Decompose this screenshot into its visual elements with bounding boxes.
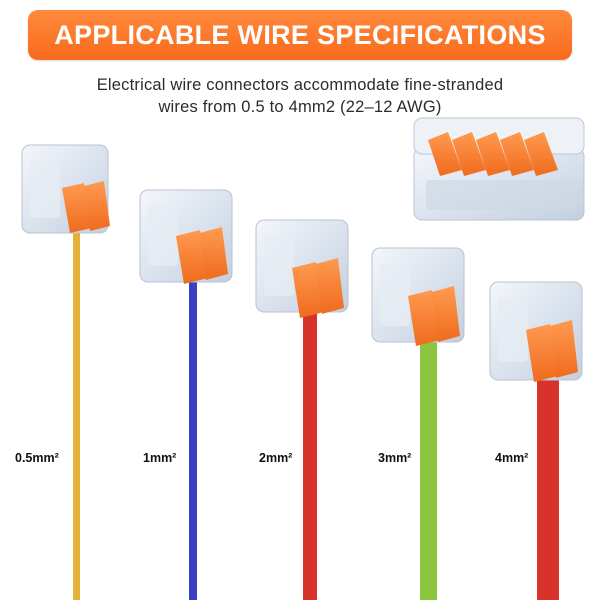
connector-1 [21, 144, 110, 234]
wire-size-label: 4mm² [495, 451, 529, 465]
title-banner: APPLICABLE WIRE SPECIFICATIONS [28, 10, 572, 60]
connector-2 [139, 189, 233, 284]
connector-4 [371, 247, 465, 346]
wire-1mm [189, 278, 197, 600]
wire-2mm [303, 308, 317, 600]
connector-3 [255, 219, 349, 318]
connector-5 [489, 281, 583, 382]
wire-4mm [537, 368, 559, 600]
page-title: APPLICABLE WIRE SPECIFICATIONS [54, 19, 546, 50]
description: Electrical wire connectors accommodate f… [0, 74, 600, 118]
wire-size-label: 0.5mm² [15, 451, 59, 465]
wire-size-label: 2mm² [259, 451, 293, 465]
wire-size-label: 3mm² [378, 451, 412, 465]
five-way-connector [413, 117, 585, 221]
description-line-1: Electrical wire connectors accommodate f… [96, 76, 504, 94]
wire-0-5mm [73, 222, 80, 600]
wire-3mm [420, 334, 437, 600]
description-line-2: wires from 0.5 to 4mm2 (22–12 AWG) [158, 98, 442, 116]
wire-size-label: 1mm² [143, 451, 177, 465]
